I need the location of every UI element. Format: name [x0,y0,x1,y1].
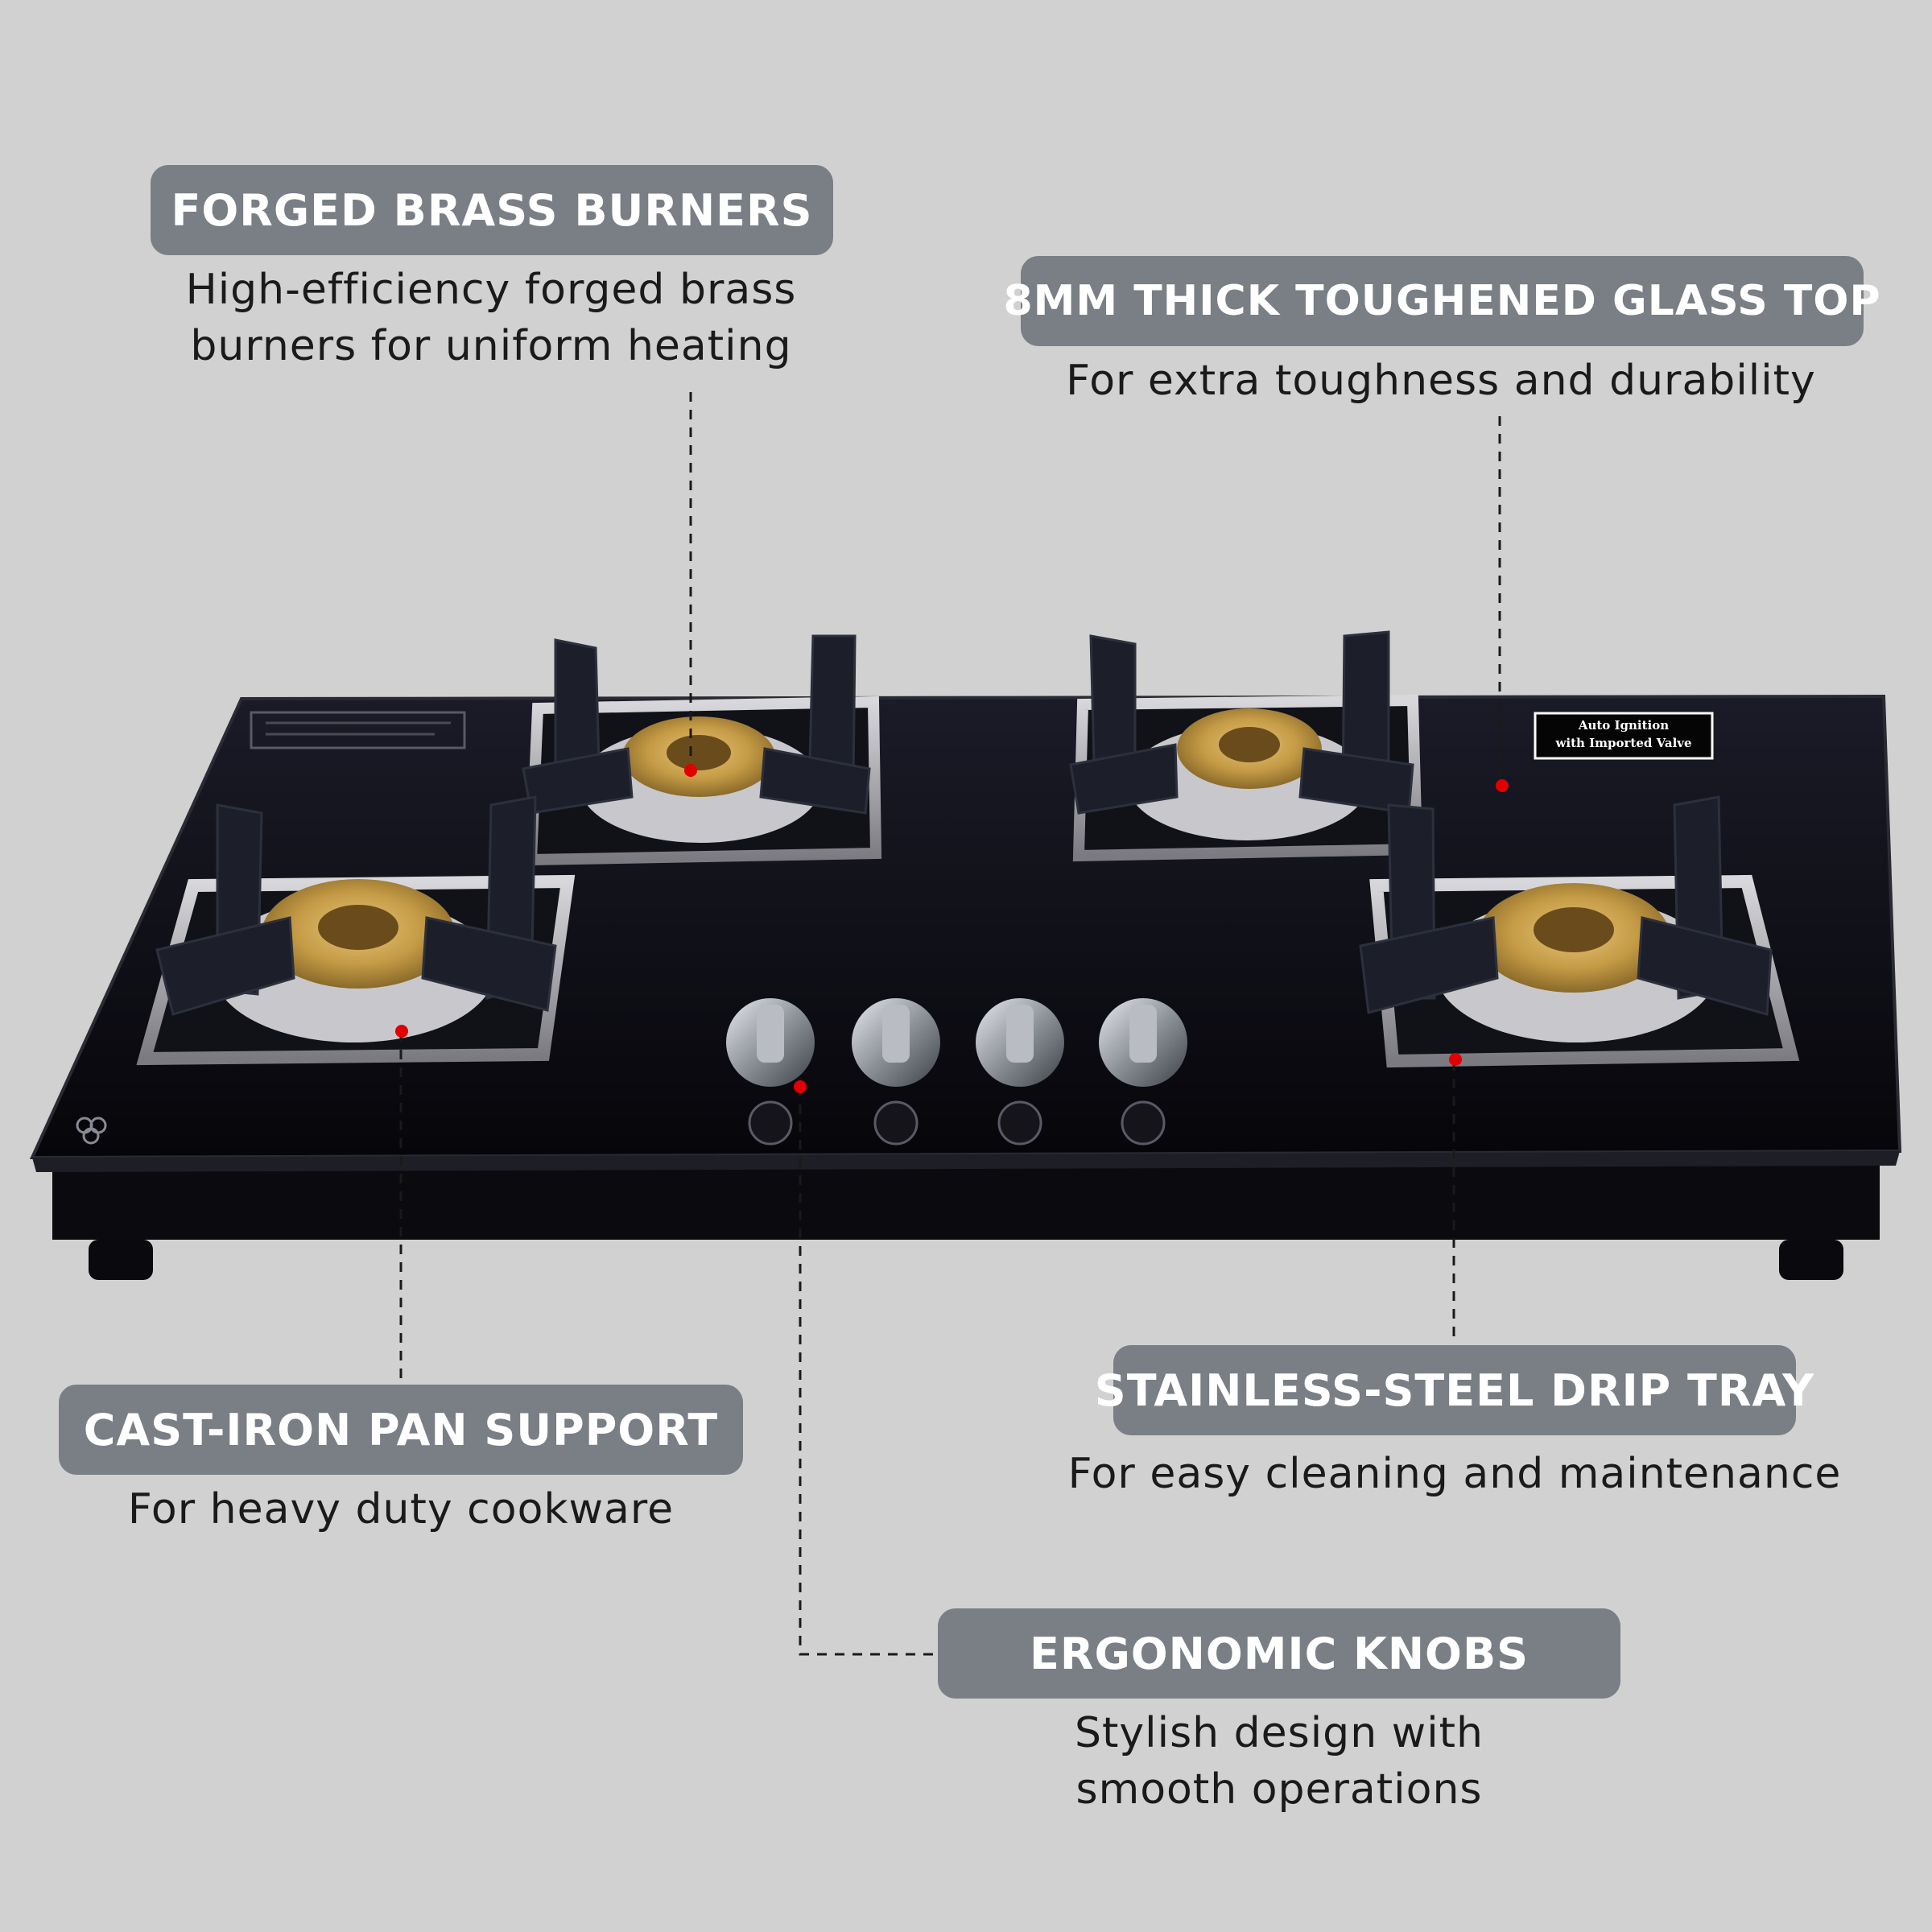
sticker-line-1: Auto Ignition [1578,718,1670,733]
marker-pan-support [395,1025,408,1038]
feature-desc-burners-line-1: High-efficiency forged brass [185,266,797,314]
feature-desc-knobs-line-2: smooth operations [1075,1765,1483,1814]
knob-2 [852,998,940,1146]
marker-knobs [794,1080,807,1093]
pan-supports [155,630,1773,1016]
feature-desc-burners: High-efficiency forged brass burners for… [121,262,861,374]
feature-desc-glass-top: For extra toughness and durability [1066,357,1816,405]
marker-dots [395,764,1509,1093]
control-knobs [726,998,1187,1146]
feature-desc-drip-tray: For easy cleaning and maintenance [1067,1450,1842,1498]
burner-back-left [525,696,882,866]
feature-title-pan-support: CAST-IRON PAN SUPPORT [59,1385,743,1475]
glass-logo-icon [76,1117,107,1145]
feature-title-knobs: ERGONOMIC KNOBS [938,1608,1620,1699]
stove-body [52,1159,1880,1280]
feature-desc-knobs: Stylish design with smooth operations [938,1705,1620,1818]
feature-title-burners: FORGED BRASS BURNERS [151,165,833,255]
knob-1 [726,998,815,1146]
feature-desc-burners-line-2: burners for uniform heating [190,322,792,370]
feature-desc-pan-support: For heavy duty cookware [127,1485,675,1534]
knob-3 [976,998,1064,1146]
feature-desc-knobs-line-1: Stylish design with [1075,1709,1484,1757]
sticker-line-2: with Imported Valve [1555,736,1692,750]
leader-lines [399,392,1501,1656]
knob-4 [1099,998,1187,1146]
marker-drip-tray [1449,1053,1462,1066]
info-plate [250,711,466,749]
leader-knobs [799,1087,936,1656]
auto-ignition-sticker [1534,712,1714,760]
feature-title-glass-top: 8MM THICK TOUGHENED GLASS TOP [1003,256,1880,346]
marker-burners [684,764,697,777]
feature-title-drip-tray: STAINLESS-STEEL DRIP TRAY [1095,1345,1814,1435]
marker-glass [1496,779,1509,792]
sticker-text: Auto Ignition with Imported Valve [1535,716,1712,752]
